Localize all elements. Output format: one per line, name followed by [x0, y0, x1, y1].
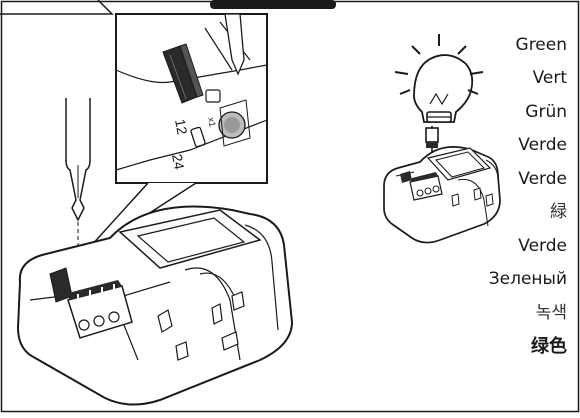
- device-small: [384, 147, 500, 243]
- color-label-es: Verde: [518, 137, 567, 154]
- color-label-ko: 녹색: [536, 305, 567, 322]
- svg-text:x1: x1: [206, 116, 218, 127]
- color-label-zh: 绿色: [531, 338, 567, 356]
- color-label-fr: Vert: [533, 70, 567, 87]
- color-label-en: Green: [516, 37, 567, 54]
- terminal-mark-24: 24: [169, 153, 187, 171]
- device-large: [18, 207, 292, 405]
- color-label-de: Grün: [525, 104, 567, 121]
- terminal-mark-12: 12: [172, 118, 190, 136]
- color-label-pt: Verde: [518, 238, 567, 255]
- color-label-it: Verde: [518, 171, 567, 188]
- color-label-ja: 緑: [550, 204, 567, 221]
- inset-detail: x1: [116, 14, 267, 183]
- color-label-ru: Зеленый: [489, 271, 567, 288]
